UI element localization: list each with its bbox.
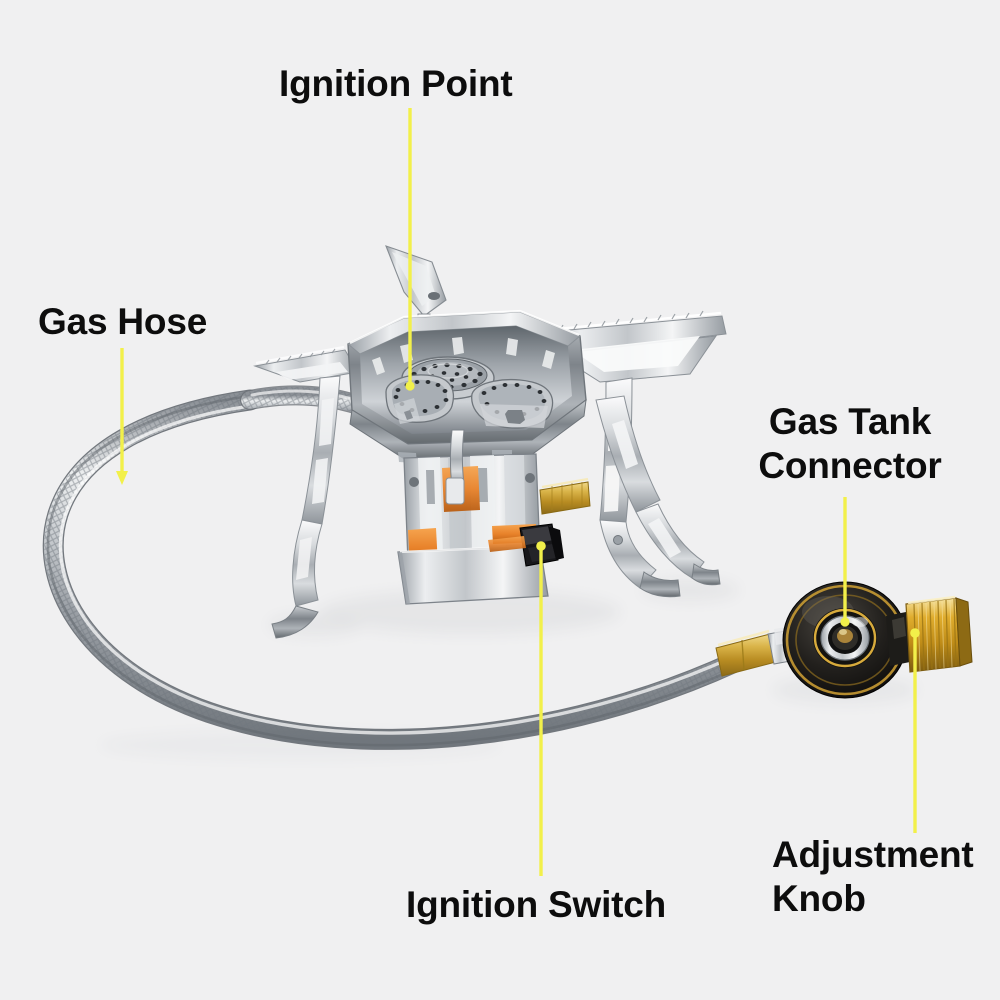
burner-port-left — [385, 374, 455, 424]
pot-support-arm-front-right — [595, 395, 721, 586]
adjustment-knob — [905, 595, 973, 673]
burner-port-right — [471, 379, 554, 429]
gas-tank-line-2: Connector — [758, 444, 942, 486]
callout-label-gas-hose: Gas Hose — [38, 301, 208, 342]
burner-bowl — [347, 245, 587, 463]
pot-support-arm-back-left — [253, 345, 359, 639]
gas-tank-connector — [782, 581, 921, 699]
callout-label-ignition-point: Ignition Point — [279, 63, 513, 104]
pot-support-arms — [253, 310, 727, 639]
gas-hose-arrowhead — [116, 471, 128, 485]
adjust-knob-line-2: Knob — [772, 877, 866, 919]
stove-body — [397, 429, 591, 605]
adjust-knob-line-1: Adjustment — [772, 834, 974, 875]
callout-label-ignition-switch: Ignition Switch — [406, 884, 667, 925]
gas-tank-line-1: Gas Tank — [768, 401, 932, 442]
callout-leader-lines — [116, 108, 920, 876]
brass-inlet-pipe — [539, 477, 591, 515]
